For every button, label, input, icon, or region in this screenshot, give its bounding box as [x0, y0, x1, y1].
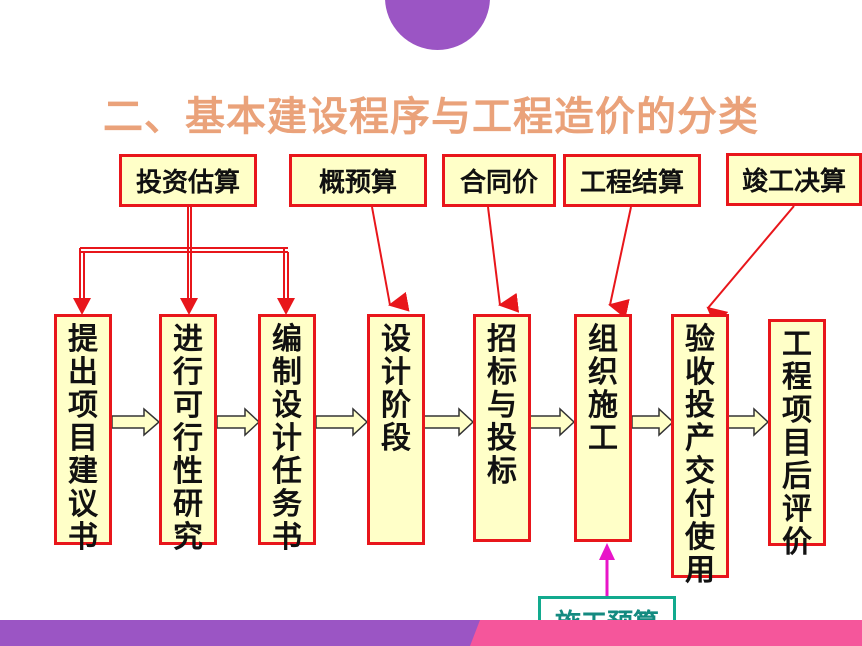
stage-label: 组织施工 — [588, 322, 618, 456]
stage-label: 提出项目建议书 — [68, 322, 98, 555]
footer-band-pink — [470, 620, 862, 646]
estimate-bracket — [79, 207, 289, 300]
stage-bidding: 招标与投标 — [473, 314, 531, 542]
flow-arrows — [111, 407, 770, 437]
cost-label-final-accounts: 竣工决算 — [726, 153, 862, 206]
stage-post-evaluation: 工程项目后评价 — [768, 319, 826, 559]
stage-project-proposal: 提出项目建议书 — [54, 314, 112, 554]
diagonal-arrows — [371, 205, 795, 328]
cost-label-settlement: 工程结算 — [563, 154, 701, 207]
cost-label-investment-estimate: 投资估算 — [119, 154, 257, 207]
arrowhead-1 — [73, 298, 91, 315]
stage-label: 招标与投标 — [487, 322, 517, 489]
stage-label: 验收投产交付使用 — [685, 322, 715, 588]
cost-label-contract-price: 合同价 — [442, 154, 556, 207]
stage-label: 编制设计任务书 — [272, 322, 302, 555]
stage-design: 设计阶段 — [367, 314, 425, 545]
cost-label-budget-estimate: 概预算 — [289, 154, 427, 207]
stage-construction: 组织施工 — [574, 314, 632, 542]
stage-label: 进行可行性研究 — [173, 322, 203, 555]
page-title: 二、基本建设程序与工程造价的分类 — [103, 94, 759, 140]
stage-feasibility-study: 进行可行性研究 — [159, 314, 217, 554]
stage-label: 设计阶段 — [381, 322, 411, 456]
arrowhead-3 — [277, 298, 295, 315]
footer-band-purple — [0, 620, 480, 646]
construction-budget-arrowhead — [599, 543, 615, 560]
stage-label: 工程项目后评价 — [782, 327, 812, 560]
stage-design-brief: 编制设计任务书 — [258, 314, 316, 554]
arrowhead-2 — [180, 298, 198, 315]
stage-acceptance: 验收投产交付使用 — [671, 314, 729, 587]
